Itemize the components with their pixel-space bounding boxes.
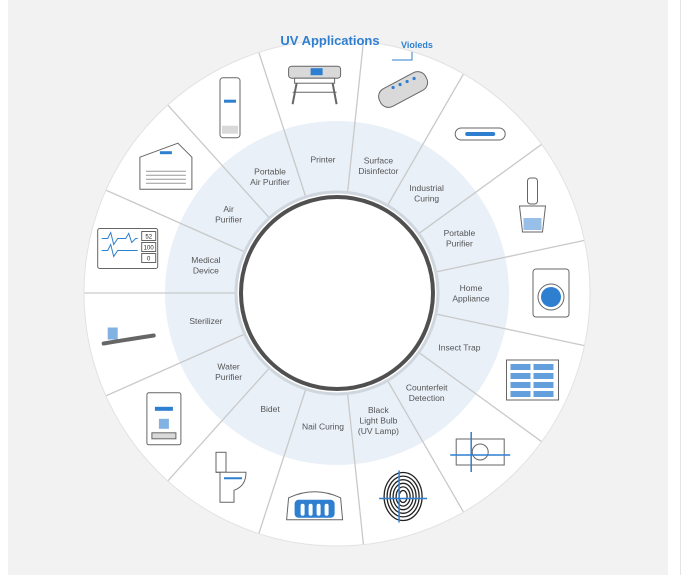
segment-divider [167, 104, 270, 218]
segment-label-line: Insect Trap [438, 343, 480, 353]
segment-label-line: Device [193, 265, 219, 275]
water-purifier-icon [146, 392, 182, 446]
segment-divider [167, 368, 270, 482]
toilet-bidet-icon [215, 451, 247, 503]
segment-divider [105, 189, 245, 253]
segment-label-line: Sterilizer [189, 316, 222, 326]
divider-line [680, 0, 681, 575]
portable-water-purifier-icon [518, 177, 547, 233]
segment-label-line: Black [368, 405, 390, 415]
monitor-readout: 100 [144, 246, 155, 252]
segment-divider [258, 389, 307, 534]
air-purifier-icon [139, 142, 193, 190]
segment-divider [258, 52, 307, 197]
brand-callout-line [392, 52, 413, 61]
segment-label-line: Air Purifier [250, 177, 290, 187]
segment-label-line: Purifier [215, 214, 242, 224]
brand-callout: Violeds [401, 40, 433, 50]
segment-label-line: Industrial [409, 183, 444, 193]
segment-divider [436, 313, 585, 347]
segment-divider [347, 41, 365, 192]
segment-label-line: Portable [254, 167, 286, 177]
segment-label-line: Printer [310, 155, 335, 165]
patient-monitor-icon: 52 100 0 [97, 228, 159, 269]
segment-label-line: Purifier [215, 372, 242, 382]
segment-label-line: Surface [364, 155, 394, 165]
segment-label-line: Water [217, 362, 240, 372]
segment-divider [419, 143, 543, 234]
outer-ring-edge [83, 39, 591, 547]
diagram-title: UV Applications [280, 33, 380, 48]
segment-label-line: Air [223, 204, 234, 214]
portable-air-purifier-icon [219, 77, 241, 139]
segment-label-line: Curing [414, 194, 439, 204]
fingerprint-icon [379, 470, 428, 523]
segment-label-line: Bidet [260, 404, 280, 414]
monitor-readout: 0 [147, 257, 151, 263]
nail-curing-lamp-icon [286, 491, 344, 521]
segment-label-line: Portable [444, 228, 476, 238]
monitor-readout: 52 [145, 235, 152, 241]
banknote-icon [450, 432, 511, 472]
segment-divider [436, 239, 585, 273]
center-hub [239, 195, 435, 391]
segment-divider [387, 73, 465, 205]
segment-divider [347, 394, 365, 545]
segment-divider [105, 333, 245, 397]
insect-trap-icon [506, 359, 559, 401]
segment-label-line: Nail Curing [302, 421, 344, 431]
segment-label-line: Detection [409, 393, 445, 403]
segment-label-line: Medical [191, 255, 220, 265]
segment-label-line: Light Bulb [360, 415, 398, 425]
segment-label-line: Counterfeit [406, 382, 448, 392]
segment-label-line: Disinfector [358, 166, 398, 176]
segment-divider [387, 381, 465, 513]
segment-divider [419, 352, 543, 443]
segment-label-line: (UV Lamp) [358, 426, 399, 436]
segment-label-line: Home [460, 283, 483, 293]
washing-machine-icon [532, 268, 570, 318]
toothbrush-sterilizer-icon [101, 327, 156, 346]
segment-label-line: Appliance [452, 293, 490, 303]
curing-lamp-icon [454, 127, 506, 141]
surface-disinfector-icon [378, 71, 429, 108]
plotter-printer-icon [288, 65, 342, 105]
segment-label-line: Purifier [446, 239, 473, 249]
